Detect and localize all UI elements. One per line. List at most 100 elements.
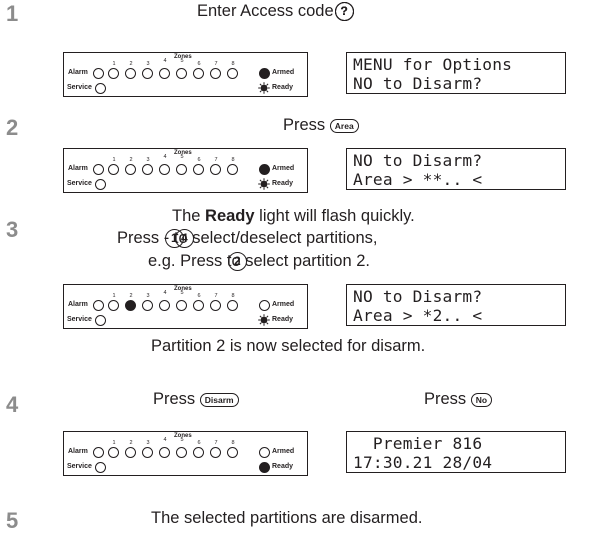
zone-led	[227, 68, 238, 79]
zone-led	[176, 164, 187, 175]
zone-number: 4	[163, 290, 167, 296]
ready-label: Ready	[272, 84, 294, 91]
zone-number: 1	[112, 61, 116, 67]
step3-line2: Press 1 - 4 to select/deselect partition…	[117, 229, 377, 248]
zone-led	[193, 447, 204, 458]
zone-led	[125, 300, 136, 311]
step1-text: Enter Access code	[197, 2, 334, 20]
zone-led	[159, 300, 170, 311]
zone-led	[142, 68, 153, 79]
zones-title: Zones	[174, 54, 192, 60]
zone-number: 3	[146, 61, 150, 67]
zones-title: Zones	[174, 150, 192, 156]
zone-number: 1	[112, 157, 116, 163]
service-label: Service	[67, 84, 92, 91]
zone-number: 8	[231, 61, 235, 67]
zone-number: 1	[112, 293, 116, 299]
alarm-led	[93, 68, 104, 79]
zone-number: 7	[214, 61, 218, 67]
ready-flashing-icon	[258, 177, 270, 190]
service-led	[95, 83, 106, 94]
lcd-line-1: NO to Disarm?	[353, 151, 483, 170]
zone-led	[176, 447, 187, 458]
lcd-line-2: 17:30.21 28/04	[353, 453, 493, 472]
zone-led	[210, 447, 221, 458]
zone-led	[142, 300, 153, 311]
service-led	[95, 462, 106, 473]
zone-led	[125, 164, 136, 175]
zone-led	[159, 447, 170, 458]
key-2-icon: 2	[227, 252, 247, 271]
zone-led	[108, 164, 119, 175]
ready-flashing-icon	[258, 313, 270, 326]
step2-instruction: Press Area	[283, 116, 359, 135]
zone-number: 7	[214, 440, 218, 446]
step1-instruction: Enter Access code ????	[197, 2, 354, 21]
zone-led	[176, 300, 187, 311]
zone-number: 4	[163, 437, 167, 443]
alarm-label: Alarm	[68, 448, 88, 455]
zone-number: 3	[146, 157, 150, 163]
zone-number: 5	[180, 154, 184, 160]
lcd-line-1: Premier 816	[353, 434, 483, 453]
step3-line3-post: to select partition 2.	[226, 252, 370, 270]
area-key-icon: Area	[329, 118, 359, 133]
zone-led	[108, 300, 119, 311]
alarm-led	[93, 164, 104, 175]
zones-title: Zones	[174, 433, 192, 439]
zone-number: 2	[129, 440, 133, 446]
zone-led	[193, 300, 204, 311]
armed-label: Armed	[272, 165, 295, 172]
disarm-key-icon: Disarm	[199, 392, 239, 407]
step-number-4: 4	[6, 392, 19, 417]
service-label: Service	[67, 180, 92, 187]
key-question-icon: ?	[334, 2, 354, 21]
alarm-led	[93, 300, 104, 311]
zone-number: 5	[180, 290, 184, 296]
lcd-display: NO to Disarm? Area > **.. <	[346, 148, 566, 190]
step-number-3: 3	[6, 217, 19, 242]
lcd-display: NO to Disarm? Area > *2.. <	[346, 284, 566, 326]
alarm-label: Alarm	[68, 301, 88, 308]
zone-number: 6	[197, 440, 201, 446]
step3-line2-pre: Press	[117, 229, 160, 247]
zone-number: 6	[197, 293, 201, 299]
zone-led	[108, 447, 119, 458]
zone-led	[227, 447, 238, 458]
lcd-display: Premier 816 17:30.21 28/04	[346, 431, 566, 473]
step3-line1: The Ready light will flash quickly.	[172, 207, 415, 226]
armed-led	[259, 447, 270, 458]
zone-number: 3	[146, 440, 150, 446]
zone-number: 8	[231, 440, 235, 446]
step3-result: Partition 2 is now selected for disarm.	[151, 337, 426, 355]
zones-title: Zones	[174, 286, 192, 292]
zone-number: 6	[197, 61, 201, 67]
service-label: Service	[67, 463, 92, 470]
step-number-1: 1	[6, 1, 19, 26]
step2-text: Press	[283, 116, 326, 134]
lcd-display: MENU for Options NO to Disarm?	[346, 52, 566, 94]
armed-led	[259, 300, 270, 311]
armed-led	[259, 68, 270, 79]
zone-led	[159, 68, 170, 79]
ready-label: Ready	[272, 180, 294, 187]
ready-label: Ready	[272, 316, 294, 323]
step3-line3-pre: e.g. Press	[148, 252, 223, 270]
zone-led	[125, 447, 136, 458]
zone-number: 7	[214, 157, 218, 163]
service-led	[95, 315, 106, 326]
ready-emphasis: Ready	[205, 207, 255, 225]
no-key-icon: No	[470, 392, 493, 407]
armed-label: Armed	[272, 301, 295, 308]
service-label: Service	[67, 316, 92, 323]
lcd-line-1: MENU for Options	[353, 55, 513, 74]
alarm-led	[93, 447, 104, 458]
lcd-line-1: NO to Disarm?	[353, 287, 483, 306]
lcd-line-2: NO to Disarm?	[353, 74, 483, 93]
ready-led	[259, 462, 270, 473]
zone-led	[227, 164, 238, 175]
